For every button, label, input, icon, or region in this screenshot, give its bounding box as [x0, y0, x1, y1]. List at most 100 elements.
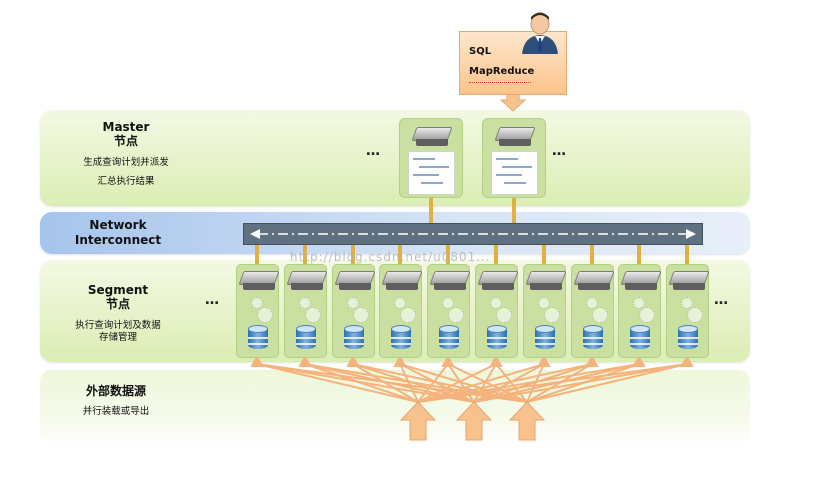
server-icon: [429, 271, 471, 291]
server-icon: [286, 271, 328, 291]
segment-connector: [494, 243, 498, 265]
server-icon: [381, 271, 423, 291]
segment-node: [666, 264, 710, 358]
data-flow-line: [417, 363, 497, 403]
segment-node: [427, 264, 471, 358]
query-plan-icon: [491, 151, 538, 195]
data-flow-line: [399, 363, 419, 403]
sql-label: SQL: [469, 46, 492, 57]
data-flow-line: [526, 363, 640, 403]
server-icon: [525, 271, 567, 291]
spellcheck-underline: [469, 80, 531, 83]
gear-icon: [681, 297, 693, 309]
database-icon: [296, 325, 316, 351]
master-ellipsis-left: …: [366, 143, 381, 159]
external-desc: 并行装载或导出: [82, 406, 150, 417]
gear-icon: [490, 297, 502, 309]
data-flow-arrowhead: [680, 354, 694, 367]
server-icon: [668, 271, 710, 291]
data-flow-arrowhead: [489, 354, 503, 367]
gear-icon: [639, 307, 655, 323]
client-down-arrow: [499, 92, 527, 112]
master-desc-line2: 汇总执行结果: [97, 176, 155, 187]
server-icon: [620, 271, 662, 291]
database-icon: [439, 325, 459, 351]
segment-node: [379, 264, 423, 358]
segment-connector: [398, 243, 402, 265]
segment-connector: [446, 243, 450, 265]
segment-node: [571, 264, 615, 358]
master-node: [399, 118, 463, 198]
data-flow-arrowhead: [298, 354, 312, 367]
segment-connector: [685, 243, 689, 265]
gear-icon: [442, 297, 454, 309]
server-icon: [494, 127, 536, 147]
master-subtitle: 节点: [113, 134, 138, 148]
master-node: [482, 118, 546, 198]
gear-icon: [305, 307, 321, 323]
external-source-arrow: [399, 401, 437, 441]
data-flow-arrowhead: [250, 354, 264, 367]
gear-icon: [538, 297, 550, 309]
database-icon: [535, 325, 555, 351]
server-icon: [573, 271, 615, 291]
network-title-line1: Network: [89, 218, 147, 232]
master-title: Master: [102, 120, 150, 134]
data-flow-arrowhead: [346, 354, 360, 367]
server-icon: [334, 271, 376, 291]
data-flow-line: [256, 363, 475, 403]
segment-node: [332, 264, 376, 358]
gear-icon: [257, 307, 273, 323]
segment-node: [523, 264, 567, 358]
data-flow-line: [399, 363, 528, 403]
server-icon: [411, 127, 453, 147]
gear-icon: [633, 297, 645, 309]
gear-icon: [448, 307, 464, 323]
query-plan-icon: [408, 151, 455, 195]
data-flow-line: [526, 363, 593, 403]
segment-connector: [637, 243, 641, 265]
interconnect-arrows: [250, 229, 696, 239]
gear-icon: [400, 307, 416, 323]
segment-connector: [351, 243, 355, 265]
gear-icon: [592, 307, 608, 323]
segment-node: [284, 264, 328, 358]
user-avatar-icon: [522, 12, 558, 54]
mapreduce-label: MapReduce: [469, 66, 535, 77]
server-icon: [477, 271, 519, 291]
segment-ellipsis-right: …: [714, 292, 729, 308]
client-query-note: SQL MapReduce: [459, 12, 567, 95]
data-flow-line: [495, 363, 528, 403]
database-icon: [391, 325, 411, 351]
database-icon: [248, 325, 268, 351]
external-source-arrow: [455, 401, 493, 441]
database-icon: [678, 325, 698, 351]
server-icon: [238, 271, 280, 291]
gear-icon: [251, 297, 263, 309]
data-flow-line: [352, 363, 528, 403]
data-flow-line: [304, 363, 528, 403]
segment-desc-line1: 执行查询计划及数据: [75, 320, 161, 331]
segment-title: Segment: [87, 283, 149, 297]
segment-connector: [590, 243, 594, 265]
segment-connector: [255, 243, 259, 265]
data-flow-arrowhead: [441, 354, 455, 367]
data-flow-arrowhead: [632, 354, 646, 367]
database-icon: [344, 325, 364, 351]
external-title: 外部数据源: [85, 384, 146, 398]
segment-node: [475, 264, 519, 358]
data-flow-arrowhead: [393, 354, 407, 367]
gear-icon: [394, 297, 406, 309]
segment-node: [236, 264, 280, 358]
master-ellipsis-right: …: [552, 143, 567, 159]
interconnect-bar: [243, 223, 703, 245]
gear-icon: [586, 297, 598, 309]
master-band: [40, 110, 750, 206]
segment-connector: [303, 243, 307, 265]
data-flow-line: [526, 363, 545, 403]
segment-node: [618, 264, 662, 358]
data-flow-line: [526, 363, 688, 403]
data-flow-arrowhead: [585, 354, 599, 367]
gear-icon: [496, 307, 512, 323]
